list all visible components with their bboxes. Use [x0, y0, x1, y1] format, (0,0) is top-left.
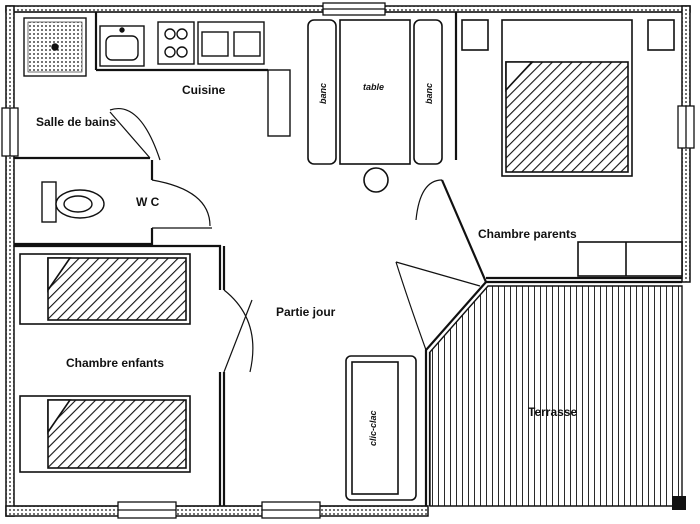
windows	[1, 2, 695, 519]
label-chambre-parents: Chambre parents	[478, 227, 577, 241]
label-partie-jour: Partie jour	[276, 305, 336, 319]
child-bed-bottom	[19, 395, 191, 473]
kitchen-units	[157, 21, 291, 137]
label-banc-right: banc	[424, 83, 434, 104]
room-labels: Salle de bains Cuisine W C Chambre paren…	[36, 83, 577, 419]
label-terrasse: Terrasse	[528, 405, 577, 419]
door-swings	[109, 108, 481, 373]
dining-set	[307, 19, 443, 193]
washbasin	[99, 25, 145, 67]
shower	[23, 17, 87, 77]
sofa	[345, 355, 417, 501]
furniture-labels: banc table banc clic-clac	[318, 82, 434, 446]
toilet	[41, 181, 105, 223]
label-banc-left: banc	[318, 83, 328, 104]
label-clic-clac: clic-clac	[368, 410, 378, 446]
child-bed-top	[19, 253, 191, 325]
label-table: table	[363, 82, 384, 92]
label-wc: W C	[136, 195, 160, 209]
label-salle-de-bains: Salle de bains	[36, 115, 116, 129]
parents-bed	[461, 19, 683, 277]
label-cuisine: Cuisine	[182, 83, 226, 97]
terrace-deck	[429, 285, 686, 510]
label-chambre-enfants: Chambre enfants	[66, 356, 164, 370]
